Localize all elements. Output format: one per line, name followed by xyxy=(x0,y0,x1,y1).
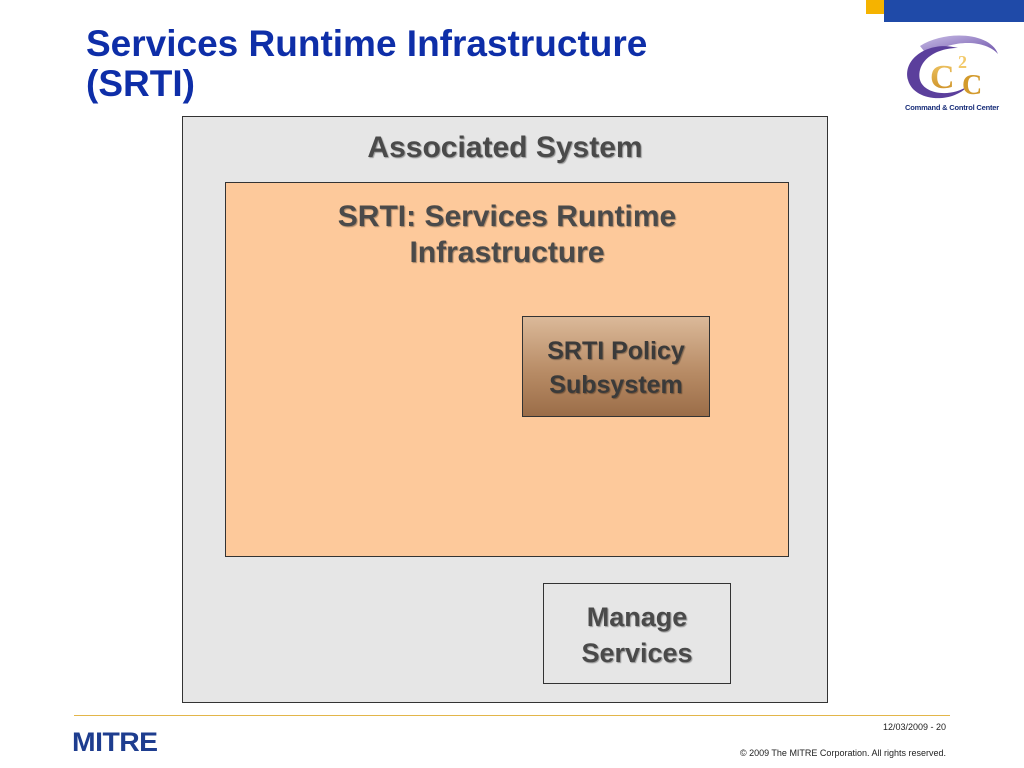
brand-band-yellow xyxy=(866,0,884,14)
c2c-logo-mark: C 2 C xyxy=(907,35,998,101)
srti-label-line2: Infrastructure xyxy=(409,236,605,269)
footer-divider xyxy=(74,715,950,716)
manage-services-label: Manage Services xyxy=(544,599,730,671)
manage-services-box: Manage Services xyxy=(543,583,731,684)
mitre-logo: MITRE xyxy=(72,727,158,757)
srti-policy-subsystem-box: SRTI Policy Subsystem xyxy=(522,316,710,417)
srti-label: SRTI: Services Runtime Infrastructure xyxy=(226,199,788,271)
footer-date-page: 12/03/2009 - 20 xyxy=(882,722,946,732)
srti-label-line1: SRTI: Services Runtime xyxy=(337,200,677,233)
policy-label-line1: SRTI Policy xyxy=(547,337,685,365)
slide-title: Services Runtime Infrastructure (SRTI) xyxy=(86,24,846,104)
logo-superscript: 2 xyxy=(958,52,967,72)
slide-title-line1: Services Runtime Infrastructure xyxy=(86,23,648,64)
associated-system-label: Associated System xyxy=(367,131,643,164)
header-brand-band xyxy=(866,0,1024,22)
logo-letter-c2: C xyxy=(962,70,982,101)
logo-caption: Command & Control Center xyxy=(905,103,999,112)
brand-band-blue xyxy=(884,0,1024,22)
slide-title-line2: (SRTI) xyxy=(86,63,195,104)
manage-label-line1: Manage xyxy=(586,602,688,632)
policy-label-line2: Subsystem xyxy=(549,371,683,399)
footer-copyright: © 2009 The MITRE Corporation. All rights… xyxy=(739,748,946,758)
srti-policy-subsystem-label: SRTI Policy Subsystem xyxy=(523,334,709,402)
c2c-logo: C 2 C Command & Control Center xyxy=(900,28,1004,116)
logo-letter-c: C xyxy=(930,59,955,96)
manage-label-line2: Services xyxy=(581,638,693,668)
